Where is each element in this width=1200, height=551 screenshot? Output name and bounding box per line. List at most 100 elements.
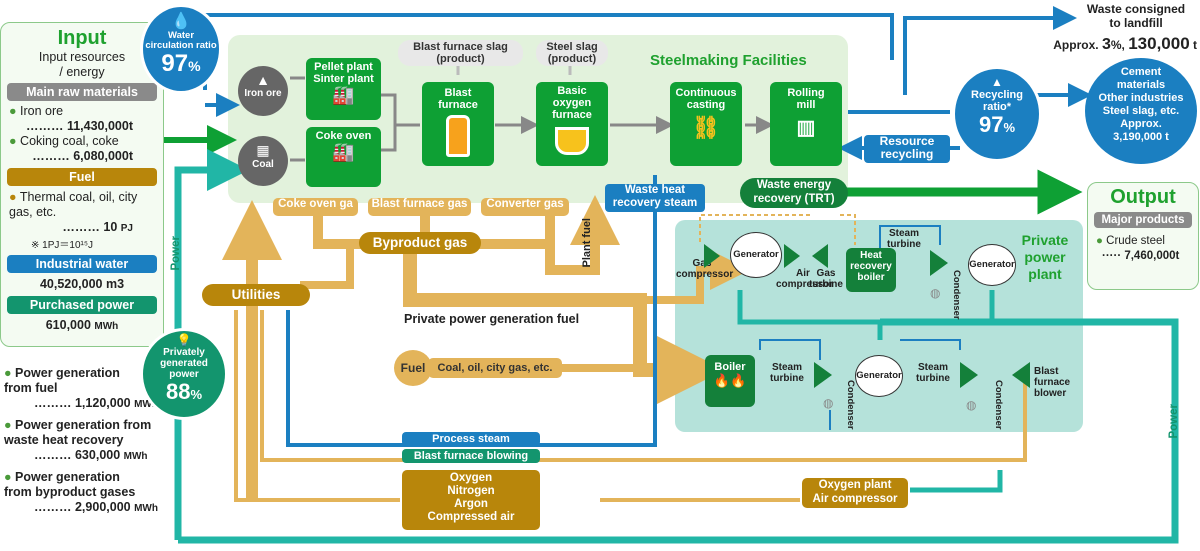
iron-ore-icon: ▲ — [256, 72, 270, 88]
iron-ore-label: Iron ore — [20, 104, 64, 118]
recycling-circle: ▲ Recycling ratio* 97% — [952, 66, 1042, 162]
generator-1: Generator — [730, 232, 782, 278]
condenser-1-icon: ◍ — [930, 286, 941, 300]
landfill-value: 130,000 — [1128, 34, 1190, 53]
bof-label: Basic oxygen furnace — [552, 85, 592, 121]
raw-feed-lines — [290, 76, 305, 162]
generation-fuel-value: 1,120,000 — [74, 396, 131, 410]
coal-number: 6,080,000 — [73, 149, 129, 163]
fuel-unit: PJ — [120, 223, 133, 234]
fuel-header: Fuel — [7, 168, 157, 186]
coal-node: ▦ Coal — [238, 136, 288, 186]
private-fuel-label: Private power generation fuel — [404, 312, 580, 326]
coke-oven-label: Coke oven — [315, 130, 372, 142]
fuel-item: ● Thermal coal, oil, city gas, etc. — [9, 190, 138, 219]
oxygen-plant: Oxygen plant Air compressor — [802, 478, 908, 508]
generation-fuel-unit: MWh — [134, 399, 158, 410]
air-compressor-icon — [784, 244, 800, 268]
generation-fuel-label: Power generation from fuel — [4, 366, 120, 395]
water-ratio-unit: % — [188, 58, 201, 74]
input-title: Input — [57, 27, 107, 49]
lightbulb-icon: 💡 — [176, 333, 192, 347]
condenser-3: Condenser — [993, 380, 1004, 430]
crude-steel-value: ····· 7,460,000t — [1102, 250, 1180, 262]
steam-turbine-2: Steam turbine — [770, 362, 804, 384]
furnace-icon — [446, 115, 470, 157]
landfill-unit: t — [1193, 38, 1197, 52]
generation-byproduct: ● Power generation from byproduct gases … — [4, 470, 158, 514]
recycling-number: 97 — [978, 112, 1004, 137]
power-line-right — [178, 318, 1179, 544]
recycling-label: Recycling ratio* — [971, 89, 1023, 113]
landfill-label: Waste consigned to landfill — [1086, 2, 1186, 30]
generation-byproduct-unit: MWh — [134, 503, 158, 514]
landfill-pct-unit: %, — [1110, 38, 1125, 52]
water-circulation-circle: 💧 Water circulation ratio 97% — [140, 4, 222, 94]
bf-gas: Blast furnace gas — [368, 198, 471, 216]
boiler: Boiler 🔥🔥 — [705, 355, 755, 407]
iron-ore-value: ……… 11,430,000t — [25, 119, 133, 133]
condenser-1: Condenser — [951, 270, 962, 320]
private-power-number: 88 — [165, 379, 191, 404]
iron-ore-unit: t — [128, 119, 133, 133]
output-title: Output — [1110, 186, 1176, 208]
water-number: 40,520,000 — [39, 277, 103, 291]
iron-ore-node-label: Iron ore — [244, 88, 282, 99]
power-header: Purchased power — [7, 296, 157, 314]
steelmaking-title: Steelmaking Facilities — [650, 52, 807, 69]
bf-blower-icon — [1012, 362, 1030, 388]
oxygen-plant-power — [910, 470, 1003, 493]
fuel-label: Thermal coal, oil, city gas, etc. — [9, 190, 138, 219]
fuel-detail: Coal, oil, city gas, etc. — [428, 358, 562, 378]
iron-ore-node: ▲ Iron ore — [238, 66, 288, 116]
casting-label: Continuous casting — [675, 87, 737, 111]
water-unit: m3 — [105, 277, 125, 291]
recycling-value: 97% — [955, 113, 1039, 140]
steam-turbine-2-icon — [814, 362, 832, 388]
oxygen-line — [234, 310, 400, 502]
landfill-amount: Approx. 3%, 130,000 t — [1022, 34, 1197, 54]
power-unit: MWh — [94, 321, 119, 332]
power-branch — [737, 290, 883, 340]
water-header: Industrial water — [7, 255, 157, 273]
coke-oven-gas: Coke oven ga — [273, 198, 358, 216]
pellet-label: Pellet plant Sinter plant — [313, 61, 374, 85]
coke-oven-icon: 🏭 — [332, 142, 355, 162]
power-plant-title: Private power plant — [1021, 232, 1069, 282]
dotted-exhaust-lines — [699, 214, 856, 245]
gas-compressor-icon — [704, 244, 720, 268]
condenser-3-icon: ◍ — [966, 398, 977, 412]
steam-turbine-1-icon — [930, 250, 948, 276]
pj-note: ※ 1PJ＝10¹⁵J — [31, 240, 93, 251]
generation-fuel: ● Power generation from fuel ……… 1,120,0… — [4, 366, 158, 410]
recycle-icon: ▲ — [991, 75, 1003, 89]
utilities: Utilities — [202, 284, 310, 306]
steam-turbine-3-icon — [960, 362, 978, 388]
water-drop-icon: 💧 — [171, 13, 191, 30]
generation-waste-heat-label: Power generation from waste heat recover… — [4, 418, 152, 447]
bf-slag-label: Blast furnace slag (product) — [398, 40, 523, 66]
output-header: Major products — [1094, 212, 1192, 228]
fuel-to-gasturbine — [640, 250, 750, 304]
rolling-mill: Rolling mill ▥ — [770, 82, 842, 166]
heat-recovery-boiler: Heat recovery boiler — [846, 248, 896, 292]
fuel-number: 10 — [103, 220, 118, 234]
power-value: 610,000 MWh — [1, 318, 163, 334]
steel-slag-label: Steel slag (product) — [536, 40, 608, 66]
water-ratio-number: 97 — [161, 50, 189, 77]
crude-steel-unit: t — [1175, 250, 1180, 262]
gas-turbine-icon — [812, 244, 828, 268]
generation-byproduct-label: Power generation from byproduct gases — [4, 470, 136, 499]
generation-waste-heat: ● Power generation from waste heat recov… — [4, 418, 152, 462]
landfill-arrow — [903, 6, 1077, 95]
power-label-left: Power — [170, 236, 182, 271]
fuel-value: ……… 10 PJ — [62, 220, 133, 234]
generator-3: Generator — [855, 355, 903, 397]
crude-steel-label: Crude steel — [1106, 235, 1165, 247]
private-power-value: 88% — [143, 380, 225, 407]
converter-gas: Converter gas — [481, 198, 569, 216]
coal-item: ● Coking coal, coke — [9, 134, 119, 148]
cement-circle: Cement materials Other industries Steel … — [1085, 58, 1197, 164]
coal-unit: t — [128, 149, 133, 163]
